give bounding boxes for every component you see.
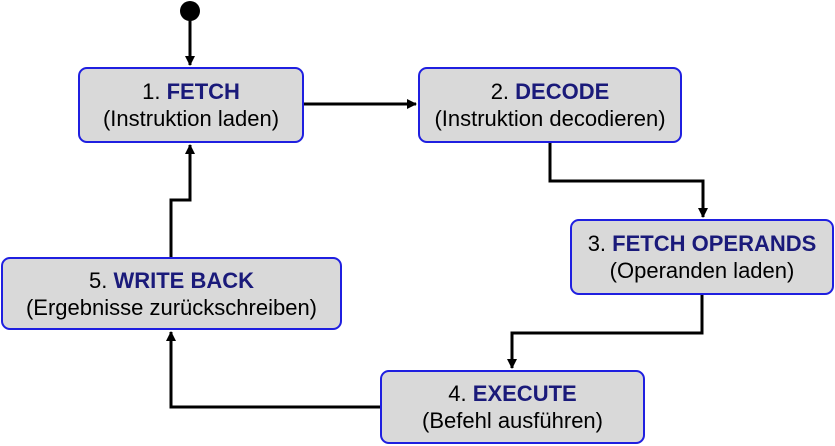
state-decode: 2. DECODE (Instruktion decodieren) (418, 67, 682, 143)
state-decode-number: 2. (490, 79, 510, 104)
state-fetch-title: 1. FETCH (142, 78, 240, 105)
state-write-back-title: 5. WRITE BACK (89, 267, 254, 294)
connector-fetch-operands-to-execute (507, 295, 704, 369)
connector-decode-to-fetch-operands (548, 143, 708, 218)
state-fetch-name: FETCH (166, 79, 240, 104)
state-fetch-operands: 3. FETCH OPERANDS (Operanden laden) (570, 219, 834, 295)
state-fetch-operands-number: 3. (587, 231, 607, 256)
state-execute-title: 4. EXECUTE (448, 380, 576, 407)
state-execute-description: (Befehl ausführen) (422, 408, 603, 433)
state-write-back-name: WRITE BACK (113, 267, 255, 293)
state-fetch-description: (Instruktion laden) (102, 106, 280, 131)
state-execute-number: 4. (448, 381, 467, 406)
connector-write-back-to-fetch (169, 144, 195, 257)
state-execute-name: EXECUTE (472, 381, 577, 406)
state-execute: 4. EXECUTE (Befehl ausführen) (380, 370, 645, 444)
state-fetch: 1. FETCH (Instruktion laden) (78, 67, 304, 143)
state-fetch-operands-name: FETCH OPERANDS (612, 231, 817, 256)
state-fetch-operands-title: 3. FETCH OPERANDS (588, 230, 817, 257)
state-fetch-number: 1. (142, 79, 161, 104)
state-write-back-number: 5. (88, 267, 108, 293)
state-write-back-description: (Ergebnisse zurückschreiben) (25, 294, 318, 320)
state-write-back: 5. WRITE BACK (Ergebnisse zurückschreibe… (1, 257, 342, 330)
state-fetch-operands-description: (Operanden laden) (609, 258, 795, 283)
state-decode-title: 2. DECODE (491, 78, 610, 105)
state-decode-description: (Instruktion decodieren) (434, 106, 666, 131)
connector-execute-to-write-back (166, 331, 380, 409)
initial-node (180, 1, 200, 21)
state-decode-name: DECODE (515, 79, 610, 104)
